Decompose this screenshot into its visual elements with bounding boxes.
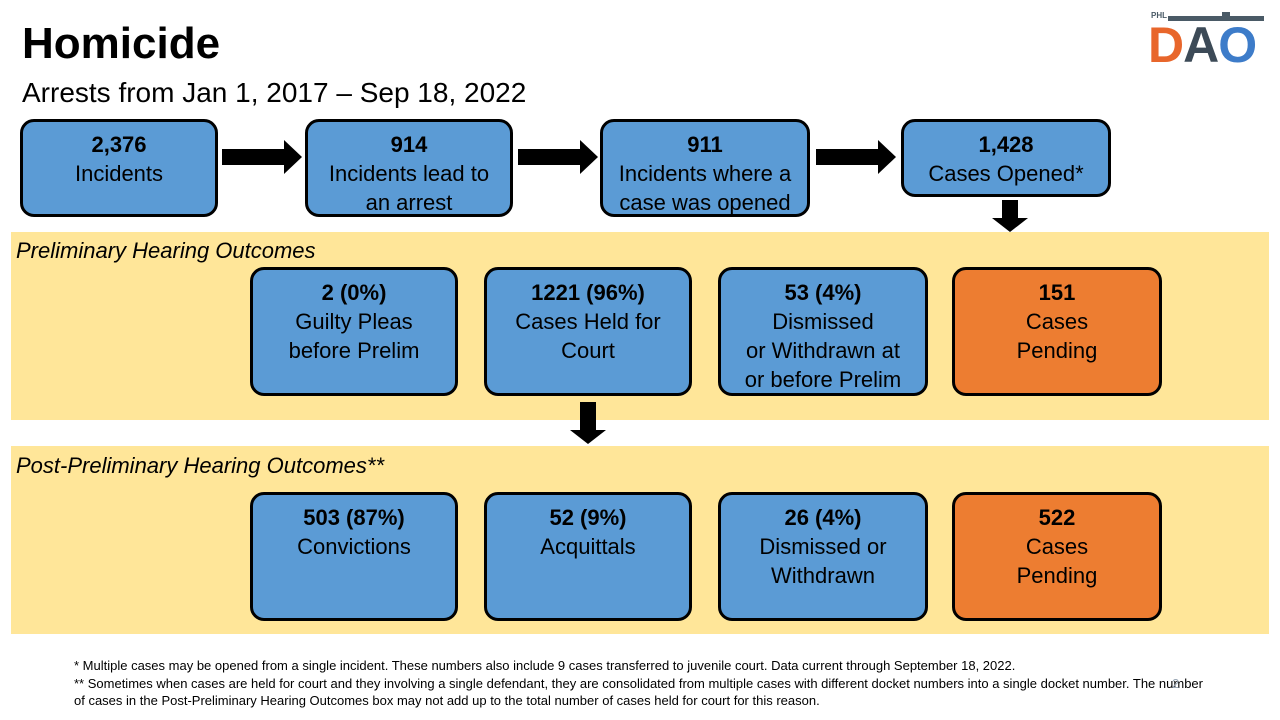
box-label: Dismissed or Withdrawn at or before Prel… xyxy=(744,309,902,392)
funnel-cases-opened-box: 1,428 Cases Opened* xyxy=(901,119,1111,197)
box-label: Cases Pending xyxy=(1016,309,1098,363)
box-label: Incidents xyxy=(74,161,164,186)
box-number: 1221 (96%) xyxy=(531,280,645,305)
page-number: 2 xyxy=(1172,676,1180,691)
post-band-title: Post-Preliminary Hearing Outcomes** xyxy=(16,453,385,478)
box-number: 911 xyxy=(687,132,723,157)
box-number: 151 xyxy=(1038,280,1076,305)
prelim-dismissed-box: 53 (4%) Dismissed or Withdrawn at or bef… xyxy=(718,267,928,396)
post-acquittals-box: 52 (9%) Acquittals xyxy=(484,492,692,621)
footnote-1: * Multiple cases may be opened from a si… xyxy=(74,658,1016,673)
box-number: 503 (87%) xyxy=(303,505,405,530)
box-number: 2 (0%) xyxy=(321,280,387,305)
box-label: Cases Pending xyxy=(1016,534,1098,588)
arrow-right-icon xyxy=(816,140,896,174)
box-number: 53 (4%) xyxy=(784,280,862,305)
arrow-down-icon xyxy=(570,402,606,444)
box-number: 1,428 xyxy=(978,132,1034,157)
box-number: 52 (9%) xyxy=(549,505,627,530)
prelim-held-for-court-box: 1221 (96%) Cases Held for Court xyxy=(484,267,692,396)
logo-small-text: PHL xyxy=(1151,11,1167,20)
box-label: Convictions xyxy=(297,534,411,559)
box-number: 522 xyxy=(1038,505,1076,530)
box-label: Cases Held for Court xyxy=(515,309,661,363)
prelim-band-title: Preliminary Hearing Outcomes xyxy=(16,238,316,263)
funnel-case-opened-box: 911 Incidents where a case was opened xyxy=(600,119,810,217)
box-label: Acquittals xyxy=(540,534,636,559)
page-subtitle: Arrests from Jan 1, 2017 – Sep 18, 2022 xyxy=(22,77,527,108)
footnote-2: ** Sometimes when cases are held for cou… xyxy=(74,676,1203,708)
logo-bar xyxy=(1168,16,1264,21)
post-convictions-box: 503 (87%) Convictions xyxy=(250,492,458,621)
page-title: Homicide xyxy=(22,19,221,68)
prelim-pending-box: 151 Cases Pending xyxy=(952,267,1162,396)
post-dismissed-box: 26 (4%) Dismissed or Withdrawn xyxy=(718,492,928,621)
arrow-right-icon xyxy=(518,140,598,174)
logo-letters: DAO xyxy=(1148,17,1257,73)
box-label: Dismissed or Withdrawn xyxy=(759,534,887,588)
dao-logo: PHL DAO xyxy=(1148,10,1268,72)
funnel-arrests-box: 914 Incidents lead to an arrest xyxy=(305,119,513,217)
box-number: 26 (4%) xyxy=(784,505,862,530)
box-number: 2,376 xyxy=(91,132,147,157)
box-label: Incidents where a case was opened xyxy=(618,161,792,215)
prelim-guilty-pleas-box: 2 (0%) Guilty Pleas before Prelim xyxy=(250,267,458,396)
box-number: 914 xyxy=(390,132,428,157)
logo-tab xyxy=(1222,12,1230,17)
box-label: Cases Opened* xyxy=(928,161,1084,186)
arrow-down-icon xyxy=(992,200,1028,232)
box-label: Guilty Pleas before Prelim xyxy=(288,309,420,363)
post-pending-box: 522 Cases Pending xyxy=(952,492,1162,621)
box-label: Incidents lead to an arrest xyxy=(328,161,490,215)
arrow-right-icon xyxy=(222,140,302,174)
funnel-incidents-box: 2,376 Incidents xyxy=(20,119,218,217)
